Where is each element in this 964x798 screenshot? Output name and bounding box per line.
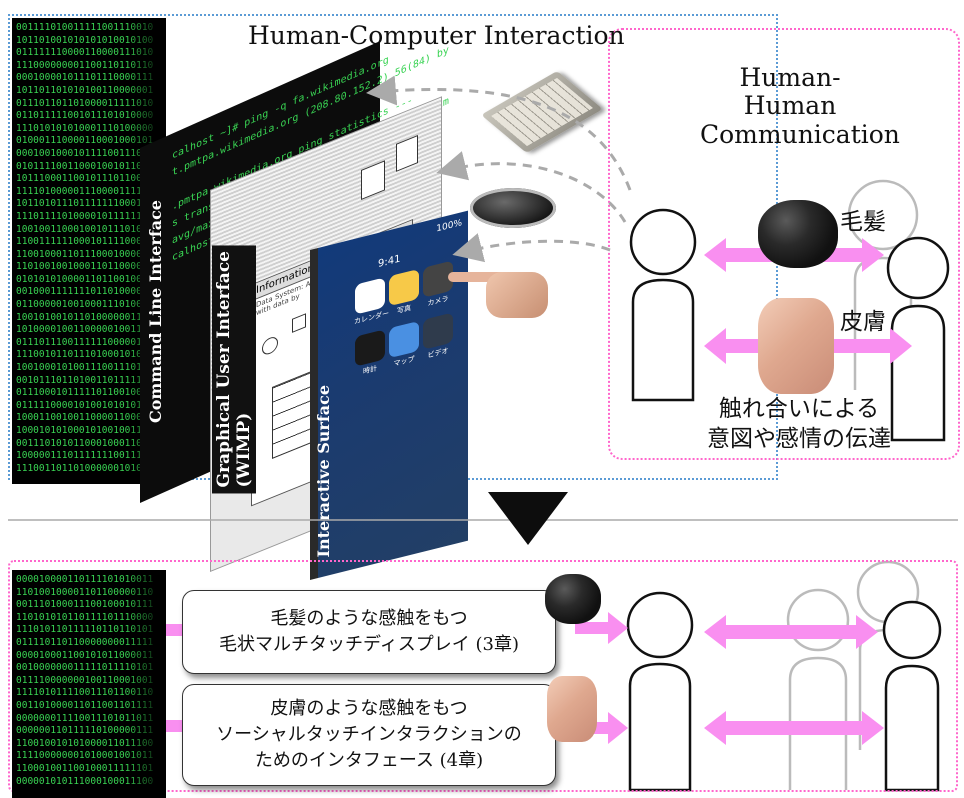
hhc-frame	[608, 28, 960, 460]
binary-code-strip-bottom: 000010000110111101010011 110100100001101…	[12, 570, 166, 798]
hair-image	[758, 200, 838, 268]
callout2-line2: ソーシャルタッチインタラクションの	[216, 724, 522, 745]
person-front	[629, 208, 697, 402]
touch-caption: 触れ合いによる 意図や感情の伝達	[694, 394, 904, 454]
callout2-line3: ためのインタフェース (4章)	[254, 750, 484, 771]
bottom-person-back	[882, 600, 942, 792]
touch-caption-line2: 意図や感情の伝達	[707, 426, 891, 452]
callout-skin-interface: 皮膚のような感触をもつ ソーシャルタッチインタラクションの ためのインタフェース…	[182, 684, 556, 786]
pink-arrow-bottom-skin	[704, 711, 884, 745]
hhc-title-line1: Human-Human	[739, 63, 841, 120]
skin-hand-image-bottom	[547, 676, 597, 742]
bottom-person-front	[626, 591, 694, 792]
pink-arrow-callout2-right	[575, 712, 628, 744]
touch-caption-line1: 触れ合いによる	[718, 396, 880, 422]
dashed-arrow-touch	[452, 233, 611, 263]
dashed-arrow-mouse	[436, 151, 627, 223]
person-back	[886, 236, 950, 442]
bottom-frame	[8, 560, 958, 792]
down-triangle-arrow	[488, 492, 568, 545]
pointing-hand-icon	[448, 268, 548, 320]
hhc-title-line2: Communication	[700, 120, 900, 149]
mouse-icon	[470, 188, 556, 228]
callout2-line1: 皮膚のような感触をもつ	[270, 698, 468, 719]
hair-label: 毛髪	[840, 209, 886, 235]
callout1-line1: 毛髪のような感触をもつ	[270, 608, 468, 629]
hci-title: Human-Computer Interaction	[248, 21, 625, 50]
hhc-title: Human-Human Communication	[700, 63, 900, 149]
dashed-arrow-keyboard	[366, 75, 632, 191]
skin-label: 皮膚	[840, 309, 886, 335]
pink-arrow-bottom-hair	[704, 615, 878, 649]
callout1-line2: 毛状マルチタッチディスプレイ (3章)	[219, 634, 519, 655]
pink-arrow-callout1-right	[575, 612, 628, 644]
bottom-person-faded-1	[786, 588, 850, 790]
callout-hair-display: 毛髪のような感触をもつ 毛状マルチタッチディスプレイ (3章)	[182, 590, 556, 674]
skin-hand-image	[758, 298, 834, 394]
hair-image-bottom	[545, 574, 601, 624]
